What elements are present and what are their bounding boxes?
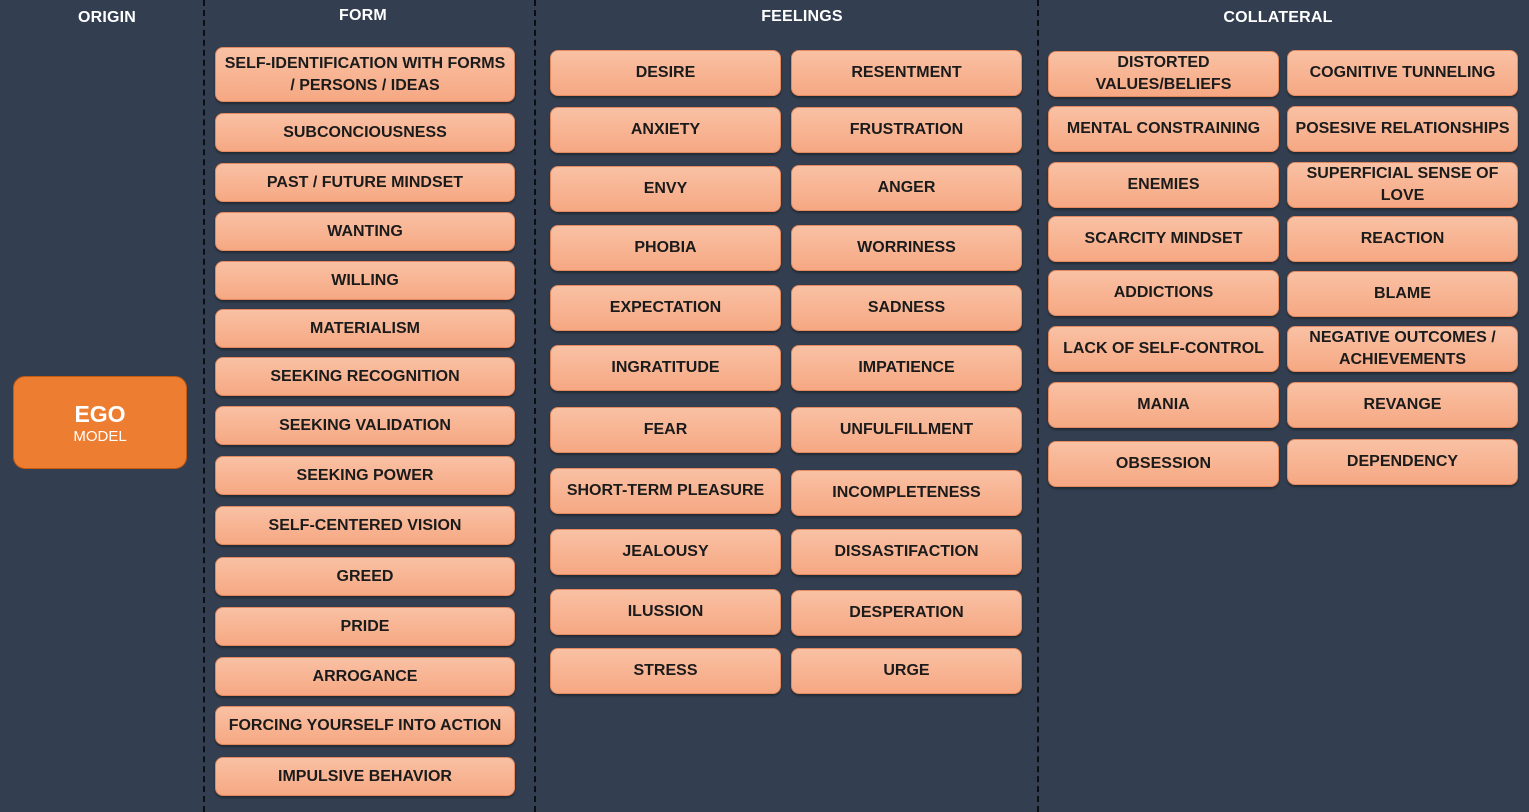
feeling-item: STRESS [550, 648, 781, 694]
feelings-title: FEELINGS [761, 8, 843, 25]
collateral-item: ENEMIES [1048, 162, 1279, 208]
collateral-title: COLLATERAL [1223, 9, 1333, 26]
collateral-item: ADDICTIONS [1048, 270, 1279, 316]
collateral-item: SCARCITY MINDSET [1048, 216, 1279, 262]
collateral-item: DEPENDENCY [1287, 439, 1518, 485]
collateral-item: SUPERFICIAL SENSE OF LOVE [1287, 162, 1518, 208]
form-item: MATERIALISM [215, 309, 515, 348]
form-item: SEEKING VALIDATION [215, 406, 515, 445]
ego-model-box: EGO MODEL [13, 376, 187, 469]
feeling-item: URGE [791, 648, 1022, 694]
form-item: ARROGANCE [215, 657, 515, 696]
form-item: GREED [215, 557, 515, 596]
form-item: IMPULSIVE BEHAVIOR [215, 757, 515, 796]
form-item: SEEKING RECOGNITION [215, 357, 515, 396]
form-item: SELF-IDENTIFICATION WITH FORMS / PERSONS… [215, 47, 515, 102]
feeling-item: DISSASTIFACTION [791, 529, 1022, 575]
form-title: FORM [339, 7, 387, 24]
feeling-item: PHOBIA [550, 225, 781, 271]
ego-title: EGO [74, 400, 126, 427]
feeling-item: UNFULFILLMENT [791, 407, 1022, 453]
form-item: SEEKING POWER [215, 456, 515, 495]
collateral-item: DISTORTED VALUES/BELIEFS [1048, 51, 1279, 97]
collateral-item: REVANGE [1287, 382, 1518, 428]
form-item: FORCING YOURSELF INTO ACTION [215, 706, 515, 745]
divider-form-feelings [534, 0, 536, 812]
form-item: SELF-CENTERED VISION [215, 506, 515, 545]
collateral-item: POSESIVE RELATIONSHIPS [1287, 106, 1518, 152]
form-item: SUBCONCIOUSNESS [215, 113, 515, 152]
feeling-item: ENVY [550, 166, 781, 212]
feeling-item: FEAR [550, 407, 781, 453]
feeling-item: JEALOUSY [550, 529, 781, 575]
collateral-item: MANIA [1048, 382, 1279, 428]
divider-feelings-collateral [1037, 0, 1039, 812]
form-item: PAST / FUTURE MINDSET [215, 163, 515, 202]
collateral-item: OBSESSION [1048, 441, 1279, 487]
feeling-item: DESIRE [550, 50, 781, 96]
feeling-item: FRUSTRATION [791, 107, 1022, 153]
feeling-item: WORRINESS [791, 225, 1022, 271]
form-item: WILLING [215, 261, 515, 300]
feeling-item: DESPERATION [791, 590, 1022, 636]
form-item: WANTING [215, 212, 515, 251]
collateral-item: LACK OF SELF-CONTROL [1048, 326, 1279, 372]
origin-title: ORIGIN [77, 9, 137, 26]
feeling-item: ANGER [791, 165, 1022, 211]
collateral-item: NEGATIVE OUTCOMES / ACHIEVEMENTS [1287, 326, 1518, 372]
collateral-item: COGNITIVE TUNNELING [1287, 50, 1518, 96]
feeling-item: EXPECTATION [550, 285, 781, 331]
collateral-item: REACTION [1287, 216, 1518, 262]
feeling-item: SHORT-TERM PLEASURE [550, 468, 781, 514]
feeling-item: SADNESS [791, 285, 1022, 331]
feeling-item: ILUSSION [550, 589, 781, 635]
form-item: PRIDE [215, 607, 515, 646]
collateral-item: MENTAL CONSTRAINING [1048, 106, 1279, 152]
feeling-item: IMPATIENCE [791, 345, 1022, 391]
feeling-item: ANXIETY [550, 107, 781, 153]
collateral-item: BLAME [1287, 271, 1518, 317]
feeling-item: RESENTMENT [791, 50, 1022, 96]
feeling-item: INGRATITUDE [550, 345, 781, 391]
feeling-item: INCOMPLETENESS [791, 470, 1022, 516]
divider-origin-form [203, 0, 205, 812]
ego-subtitle: MODEL [73, 427, 127, 445]
